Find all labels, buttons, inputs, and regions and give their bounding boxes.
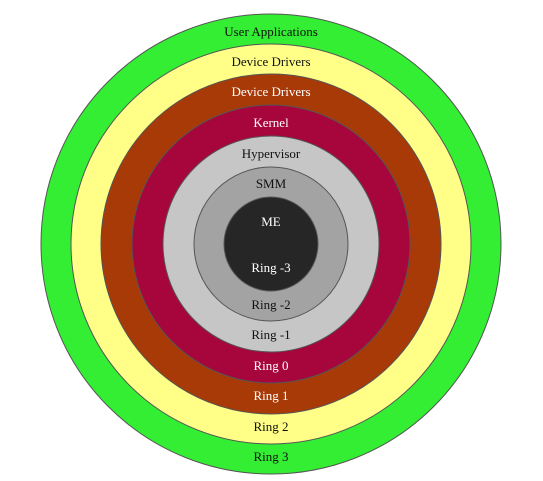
- ring-3-level: Ring 3: [253, 449, 288, 464]
- ring-0-level: Ring 0: [253, 358, 288, 373]
- ring-minus-3-circle: [223, 196, 319, 292]
- ring-0-name: Kernel: [253, 115, 289, 130]
- ring-minus-3-level: Ring -3: [251, 260, 290, 275]
- ring-2-name: Device Drivers: [231, 54, 310, 69]
- ring-minus-2-name: SMM: [256, 176, 287, 191]
- ring-1-level: Ring 1: [253, 388, 288, 403]
- ring-minus-1-name: Hypervisor: [242, 146, 301, 161]
- ring-3-name: User Applications: [224, 24, 318, 39]
- ring-1-name: Device Drivers: [231, 84, 310, 99]
- ring-minus-3-name: ME: [261, 214, 281, 229]
- ring-minus-1-level: Ring -1: [251, 327, 290, 342]
- ring-2-level: Ring 2: [253, 419, 288, 434]
- ring-minus-2-level: Ring -2: [251, 297, 290, 312]
